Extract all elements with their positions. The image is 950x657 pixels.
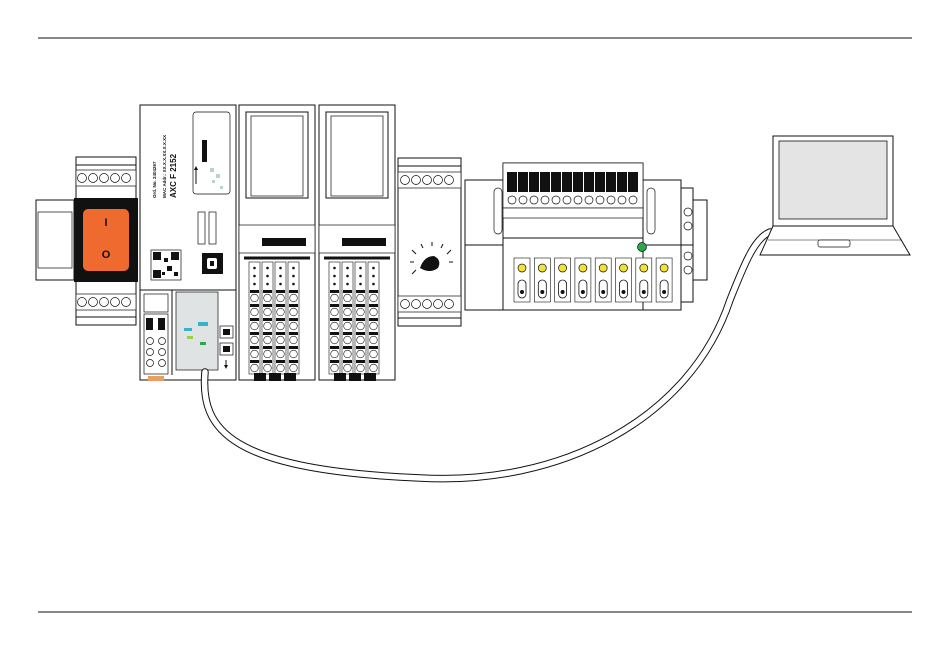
- sd-card-icon: [202, 253, 223, 274]
- screw-terminal: [529, 172, 539, 204]
- plc-mac-label: MAC Addr.: XX.X.X.XX.X.X.XX: [162, 135, 167, 198]
- terminal-column: [355, 262, 366, 374]
- laptop-icon: [760, 136, 910, 255]
- relay-channel: [595, 258, 611, 302]
- relay-channel: [636, 258, 652, 302]
- output-led-yellow: [538, 264, 546, 272]
- plc-model-label: AXC F 2152: [169, 153, 178, 198]
- relay-channel: [575, 258, 591, 302]
- screw-terminal: [606, 172, 616, 204]
- output-led-yellow: [579, 264, 587, 272]
- switch-on-symbol: I: [104, 217, 107, 229]
- status-led-green: [638, 243, 647, 252]
- screw-terminal: [584, 172, 594, 204]
- terminal-column: [275, 262, 286, 374]
- io-module-2: [319, 105, 395, 381]
- relay-channel: [656, 258, 672, 302]
- plc-controller: AXC F 2152 Ord. No. 2404267 MAC Addr.: X…: [140, 105, 236, 381]
- switch-off-symbol: O: [102, 249, 111, 261]
- terminal-column: [249, 262, 260, 374]
- screw-terminal: [540, 172, 550, 204]
- output-led-yellow: [559, 264, 567, 272]
- output-led-yellow: [620, 264, 628, 272]
- screw-terminal: [551, 172, 561, 204]
- power-switch-module: I O: [36, 157, 138, 325]
- screw-terminal: [507, 172, 517, 204]
- terminal-column: [368, 262, 379, 374]
- output-led-yellow: [599, 264, 607, 272]
- screw-terminal: [628, 172, 638, 204]
- bottom-screw-row: [78, 298, 131, 307]
- top-screw-row: [78, 174, 131, 183]
- potentiometer-module: [398, 158, 461, 326]
- output-led-yellow: [640, 264, 648, 272]
- relay-channel: [616, 258, 632, 302]
- terminal-column: [329, 262, 340, 374]
- screw-terminal: [518, 172, 528, 204]
- output-led-yellow: [660, 264, 668, 272]
- screw-terminal: [617, 172, 627, 204]
- output-module: [465, 163, 707, 310]
- screw-terminal: [562, 172, 572, 204]
- terminal-column: [262, 262, 273, 374]
- screw-terminal: [595, 172, 605, 204]
- plc-display-panel: [176, 292, 218, 370]
- relay-channel: [514, 258, 530, 302]
- terminal-column: [342, 262, 353, 374]
- relay-channel: [555, 258, 571, 302]
- terminal-column: [288, 262, 299, 374]
- screw-terminal: [573, 172, 583, 204]
- relay-channel: [534, 258, 550, 302]
- output-led-yellow: [518, 264, 526, 272]
- qr-code-icon: [151, 250, 181, 280]
- plc-left-io-block: [144, 294, 168, 381]
- plc-order-label: Ord. No. 2404267: [152, 161, 157, 198]
- io-module-1: [239, 105, 315, 381]
